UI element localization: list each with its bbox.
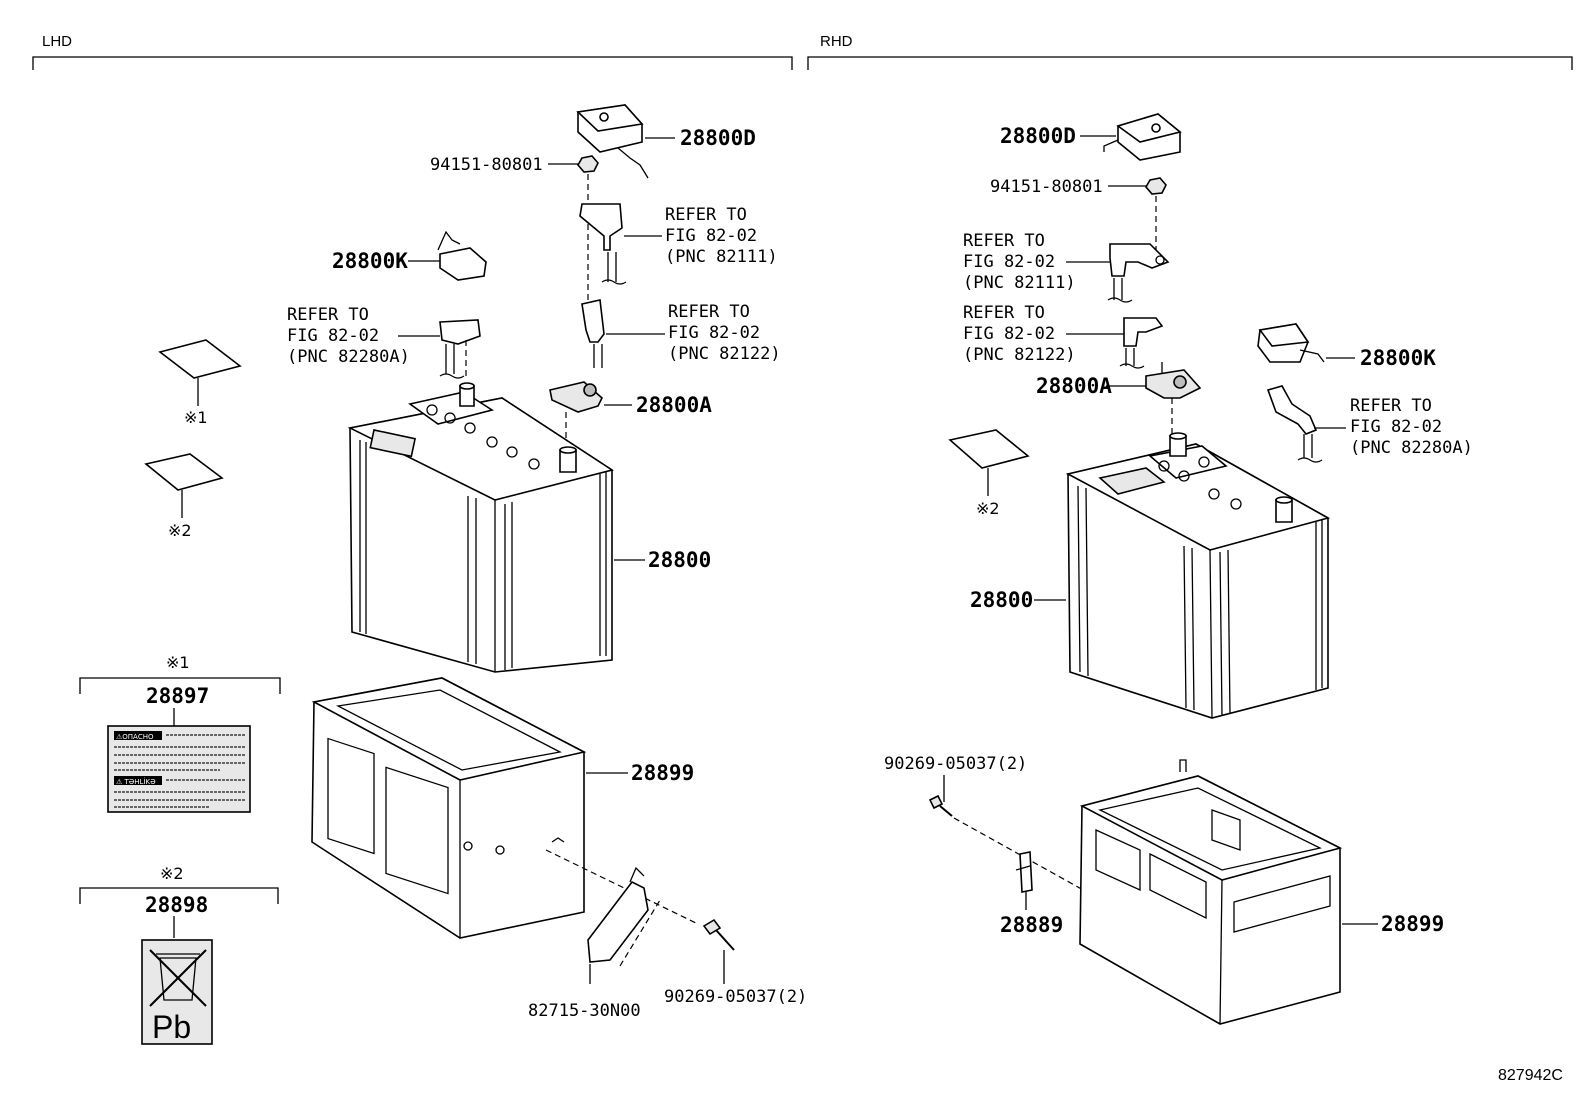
section-rhd-label: RHD — [820, 33, 853, 50]
lhd-refer-82111-line3: (PNC 82111) — [665, 247, 778, 267]
lhd-refer-82122-line1: REFER TO — [668, 302, 750, 322]
rhd-bolt-shape — [928, 794, 953, 817]
lhd-tray-shape — [311, 677, 587, 939]
lhd-cover-28800k-label: 28800K — [332, 249, 408, 273]
rhd-note2-label: ※2 — [976, 499, 1000, 518]
rhd-cable-82111-shape — [1107, 243, 1170, 303]
lhd-cover-28800d-shape — [576, 104, 649, 179]
rhd-nut-label: 94151-80801 — [990, 177, 1103, 197]
rhd-terminal-28800a-shape — [1145, 362, 1202, 399]
label1-warn-b: ⚠ TƏHLİKƏ — [116, 777, 156, 786]
rhd-battery-shape — [1065, 432, 1331, 719]
section-lhd-bracket — [32, 56, 793, 70]
lhd-label-sheet-1 — [158, 339, 242, 379]
label2-bracket — [79, 887, 279, 904]
rhd-bracket-28889-shape — [1015, 851, 1033, 893]
rhd-label-sheet-2 — [948, 429, 1030, 469]
lhd-cover-28800k-shape — [437, 230, 487, 281]
rhd-nut-shape — [1145, 177, 1167, 195]
label2-note: ※2 — [160, 864, 184, 883]
lhd-note1-label: ※1 — [184, 408, 208, 427]
lhd-tray-label: 28899 — [631, 761, 694, 785]
rhd-refer-82280a-line3: (PNC 82280A) — [1350, 438, 1473, 458]
lhd-cable-82122-shape — [581, 299, 605, 368]
lhd-nut-shape — [577, 155, 599, 173]
lhd-refer-82280a-line2: FIG 82-02 — [287, 326, 379, 346]
rhd-cable-82280a-shape — [1266, 385, 1323, 463]
rhd-cover-28800k-shape — [1257, 323, 1325, 363]
section-rhd-bracket — [807, 56, 1573, 70]
rhd-cover-28800d-shape — [1103, 113, 1182, 161]
lhd-terminal-28800a-label: 28800A — [636, 393, 712, 417]
lhd-refer-82122-line2: FIG 82-02 — [668, 323, 760, 343]
lhd-terminal-28800a-shape — [549, 381, 603, 413]
lhd-battery-shape — [347, 382, 614, 673]
lhd-refer-82111-line2: FIG 82-02 — [665, 226, 757, 246]
label1-bracket — [79, 677, 281, 694]
label1-warning-sticker: ⚠ОПАСНО ⚠ TƏHLİKƏ — [107, 725, 251, 813]
rhd-terminal-28800a-label: 28800A — [1036, 374, 1112, 398]
lhd-cover-28800d-label: 28800D — [680, 126, 756, 150]
lhd-cable-82111-shape — [579, 203, 627, 285]
lhd-battery-label: 28800 — [648, 548, 711, 572]
label1-note: ※1 — [166, 653, 190, 672]
label2-pnc: 28898 — [145, 893, 208, 917]
rhd-battery-label: 28800 — [970, 588, 1033, 612]
lhd-refer-82111-line1: REFER TO — [665, 205, 747, 225]
label2-pb: Pb — [152, 1009, 191, 1045]
rhd-tray-shape — [1079, 759, 1343, 1025]
rhd-cable-82122-shape — [1119, 317, 1164, 369]
lhd-note2-label: ※2 — [168, 521, 192, 540]
lhd-refer-82280a-line1: REFER TO — [287, 305, 369, 325]
label1-pnc: 28897 — [146, 684, 209, 708]
rhd-refer-82111-line1: REFER TO — [963, 231, 1045, 251]
rhd-tray-label: 28899 — [1381, 912, 1444, 936]
figure-id: 827942C — [1498, 1067, 1563, 1084]
lhd-bolt-label: 90269-05037(2) — [664, 987, 807, 1007]
lhd-cable-82280a-shape — [439, 319, 481, 379]
rhd-refer-82122-line1: REFER TO — [963, 303, 1045, 323]
lhd-nut-label: 94151-80801 — [430, 155, 543, 175]
lhd-refer-82122-line3: (PNC 82122) — [668, 344, 781, 364]
rhd-refer-82122-line2: FIG 82-02 — [963, 324, 1055, 344]
rhd-refer-82280a-line2: FIG 82-02 — [1350, 417, 1442, 437]
lhd-bolt-shape — [702, 918, 735, 951]
lhd-refer-82280a-line3: (PNC 82280A) — [287, 347, 410, 367]
lhd-bracket-label: 82715-30N00 — [528, 1001, 641, 1021]
rhd-cover-28800d-label: 28800D — [1000, 124, 1076, 148]
section-lhd-label: LHD — [42, 33, 72, 50]
rhd-refer-82122-line3: (PNC 82122) — [963, 345, 1076, 365]
rhd-bracket-label: 28889 — [1000, 913, 1063, 937]
lhd-label-sheet-2 — [144, 453, 224, 491]
rhd-refer-82280a-line1: REFER TO — [1350, 396, 1432, 416]
rhd-refer-82111-line2: FIG 82-02 — [963, 252, 1055, 272]
rhd-refer-82111-line3: (PNC 82111) — [963, 273, 1076, 293]
rhd-bolt-label: 90269-05037(2) — [884, 754, 1027, 774]
lhd-bracket-shape — [587, 866, 649, 963]
label2-recycle-sticker: Pb — [141, 939, 213, 1045]
label1-warn-a: ⚠ОПАСНО — [116, 733, 154, 741]
rhd-cover-28800k-label: 28800K — [1360, 346, 1436, 370]
